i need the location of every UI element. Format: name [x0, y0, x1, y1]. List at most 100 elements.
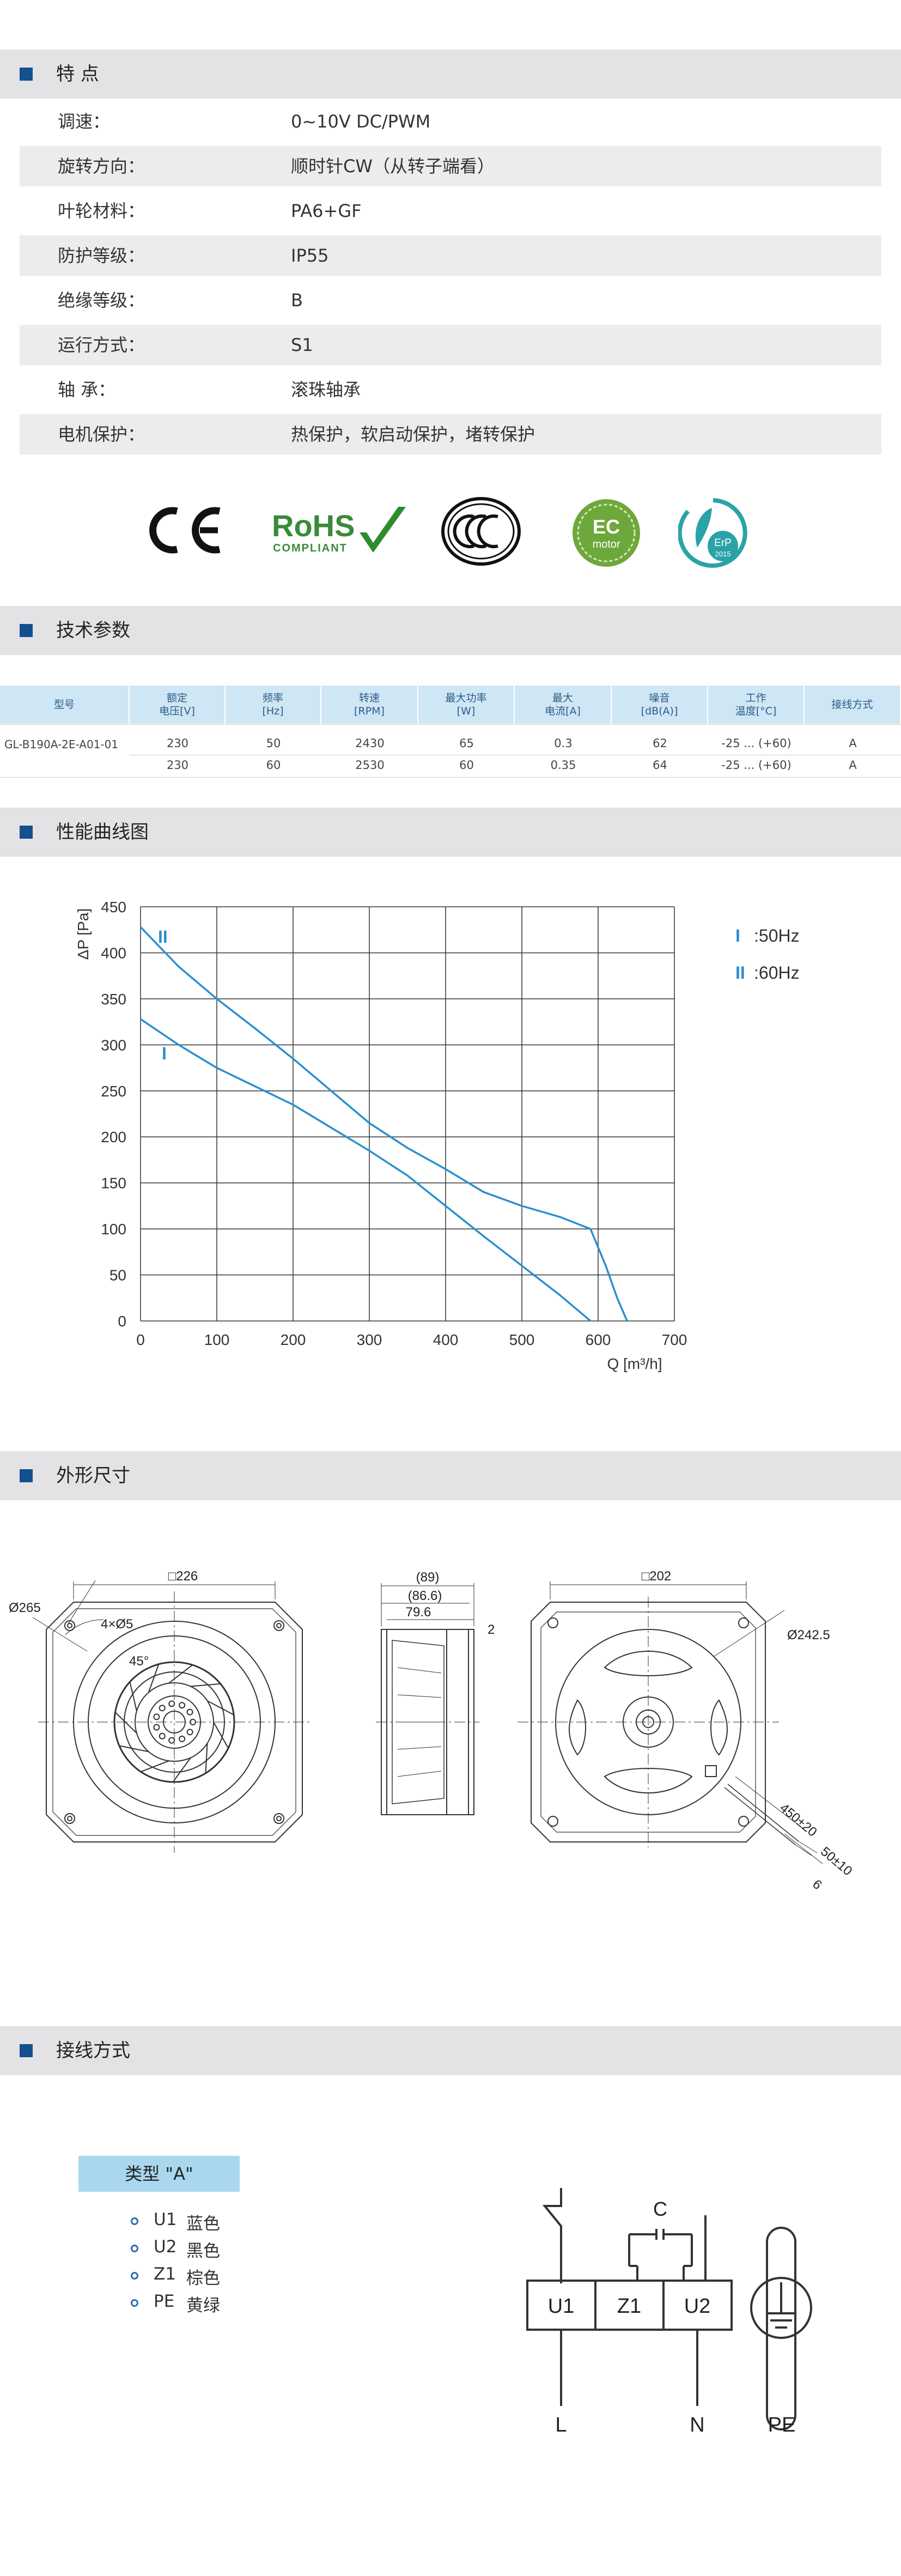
y-tick-label: 450 [101, 899, 126, 916]
x-tick-label: 300 [357, 1331, 382, 1348]
ce-logo [139, 500, 226, 560]
table-cell: 50 [266, 737, 281, 750]
table-cell: A [849, 737, 857, 750]
y-tick-label: 250 [101, 1083, 126, 1100]
feature-row: 叶轮材料：PA6+GF [20, 191, 881, 231]
feature-row: 旋转方向：顺时针CW（从转子端看） [20, 146, 881, 186]
feature-row: 调速：0~10V DC/PWM [20, 101, 881, 142]
feature-row: 绝缘等级：B [20, 280, 881, 320]
svg-text:ErP: ErP [714, 537, 732, 549]
table-header-cell: 频率 [Hz] [226, 686, 321, 724]
dim-cable: 450±20 [777, 1801, 820, 1840]
rotor-hole [159, 1732, 166, 1739]
rohs-logo: RoHS COMPLIANT [270, 502, 411, 562]
blade-line [114, 1712, 137, 1734]
blade-line [205, 1743, 208, 1773]
bullet-icon [131, 2245, 138, 2252]
table-cell: 230 [166, 759, 189, 772]
ec-motor-logo: EC motor [571, 498, 642, 568]
dimension-drawing: □226 Ø265 4×Ø5 45° (89) (86.6) 79.6 2 □2… [9, 1569, 855, 1893]
feature-label: 运行方式： [58, 335, 145, 355]
feature-value: S1 [291, 335, 313, 355]
section-marker [20, 624, 33, 637]
legend-marker: I [735, 926, 740, 945]
blade-line [148, 1664, 160, 1693]
blade-line [141, 1760, 169, 1773]
rotor-hole [168, 1700, 175, 1707]
rotor-hole [186, 1729, 193, 1736]
section-marker [20, 1469, 33, 1482]
table-header-cell: 工作 温度[°C] [708, 686, 805, 724]
wire-color: 棕色 [186, 2269, 220, 2288]
dim-angle: 45° [129, 1654, 149, 1669]
feature-row: 轴 承：滚珠轴承 [20, 369, 881, 410]
ccc-logo [440, 496, 522, 567]
wire-color: 蓝色 [186, 2214, 220, 2234]
chart-x-label: Q [m³/h] [607, 1355, 662, 1372]
table-header-cell: 最大 电流[A] [515, 686, 612, 724]
section-header-dims: 外形尺寸 [0, 1451, 901, 1500]
dim-242: Ø242.5 [787, 1628, 830, 1642]
feature-value: PA6+GF [291, 201, 362, 221]
chart-series: III [139, 926, 628, 1322]
table-header-cell: 接线方式 [805, 686, 901, 724]
blade-line [213, 1722, 229, 1749]
section-title: 接线方式 [56, 2040, 130, 2062]
section-marker [20, 2044, 33, 2057]
section-title: 性能曲线图 [56, 821, 149, 843]
table-model-cell: GL-B190A-2E-A01-01 [4, 738, 119, 751]
terminal-label: U1 [548, 2295, 575, 2318]
table-cell: 230 [166, 737, 189, 750]
feature-value: IP55 [291, 245, 329, 266]
y-tick-label: 200 [101, 1129, 126, 1145]
x-tick-label: 100 [204, 1331, 230, 1348]
svg-text:motor: motor [592, 538, 620, 550]
x-tick-label: 0 [136, 1331, 145, 1348]
wire-item: U2 黑色 [131, 2237, 258, 2261]
chart-grid [140, 906, 675, 1322]
feature-value: 滚珠轴承 [291, 379, 361, 400]
svg-text:2015: 2015 [715, 550, 731, 558]
series-line-II [139, 926, 628, 1322]
dim-86: (86.6) [408, 1589, 442, 1603]
wire-item: Z1 棕色 [131, 2264, 258, 2288]
wiring-type-label: 类型 "A" [78, 2156, 240, 2192]
rotor-hole [186, 1708, 193, 1716]
wire-color: 黑色 [186, 2241, 220, 2261]
table-cell: A [849, 759, 857, 772]
rotor-hole [153, 1713, 160, 1720]
line-label: PE [768, 2414, 796, 2436]
legend-marker: II [735, 963, 745, 983]
feature-row: 电机保护：热保护，软启动保护，堵转保护 [20, 414, 881, 454]
capacitor-label: C [653, 2198, 667, 2220]
section-title: 技术参数 [56, 620, 130, 641]
y-tick-label: 350 [101, 991, 126, 1008]
side-view [376, 1583, 479, 1815]
x-tick-label: 200 [281, 1331, 306, 1348]
feature-label: 调速： [58, 111, 111, 132]
y-tick-label: 150 [101, 1175, 126, 1192]
section-title: 特 点 [56, 63, 99, 85]
blade-line [190, 1683, 221, 1687]
section-title: 外形尺寸 [56, 1465, 130, 1487]
feature-value: B [291, 290, 303, 311]
feature-label: 旋转方向： [58, 156, 145, 177]
rotor-hole [159, 1705, 166, 1712]
y-tick-label: 400 [101, 944, 126, 961]
dim-202: □202 [642, 1569, 672, 1584]
wire-code: PE [154, 2292, 175, 2311]
svg-text:COMPLIANT: COMPLIANT [273, 542, 348, 554]
section-marker [20, 826, 33, 839]
feature-value: 热保护，软启动保护，堵转保护 [291, 424, 535, 445]
wire-code: U2 [154, 2237, 177, 2257]
wire-code: Z1 [154, 2264, 176, 2284]
dim-2: 2 [488, 1622, 495, 1637]
dim-226: □226 [168, 1569, 198, 1584]
bullet-icon [131, 2272, 138, 2280]
